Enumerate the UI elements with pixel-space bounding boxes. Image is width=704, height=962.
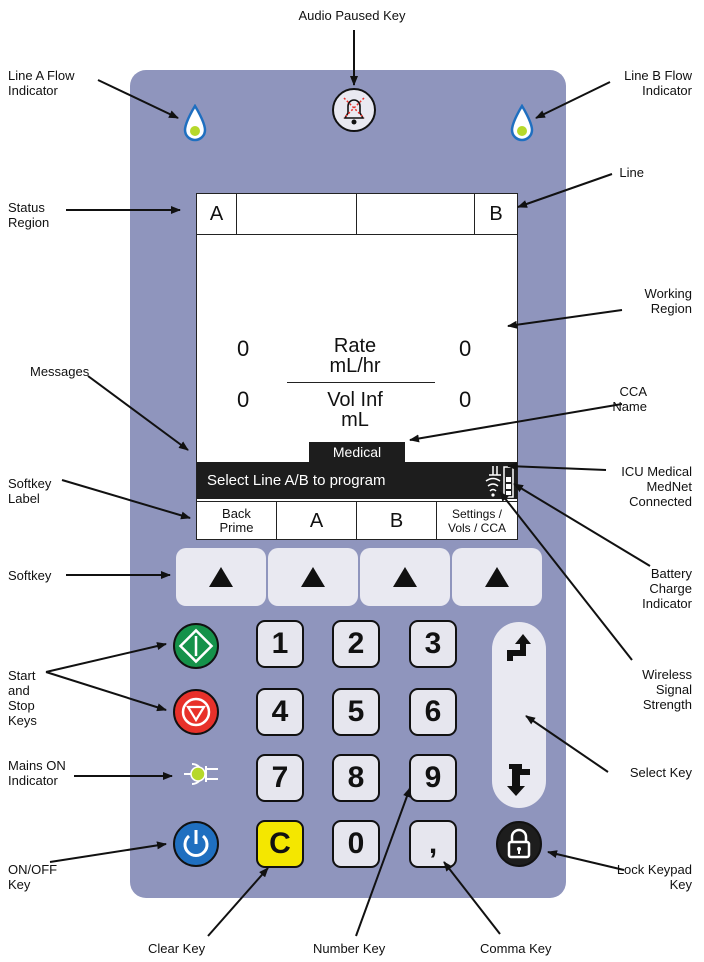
number-key-0[interactable]: 0: [332, 820, 380, 868]
callout-line-b-flow: Line B Flow Indicator: [624, 68, 692, 98]
callout-softkey: Softkey: [8, 568, 52, 583]
softkey-4[interactable]: [452, 548, 542, 606]
select-key[interactable]: [492, 622, 546, 808]
select-down-arrow-icon: [507, 764, 530, 796]
softkey-2[interactable]: [268, 548, 358, 606]
softkey-labels: Back Prime A B Settings / Vols / CCA: [197, 501, 517, 540]
callout-working-region: Working Region: [644, 286, 692, 316]
number-key-4[interactable]: 4: [256, 688, 304, 736]
number-key-5[interactable]: 5: [332, 688, 380, 736]
callout-wireless: Wireless Signal Strength: [642, 667, 692, 712]
callout-cca-name: CCA Name: [612, 384, 647, 414]
status-region: A B: [197, 194, 517, 235]
lock-key[interactable]: [495, 820, 543, 868]
callout-clear-key: Clear Key: [148, 941, 206, 956]
callout-mains-on: Mains ON Indicator: [8, 758, 66, 788]
rate-line-b: 0: [459, 336, 472, 361]
number-key-9[interactable]: 9: [409, 754, 457, 802]
vol-line-a: 0: [237, 387, 250, 412]
number-key-1[interactable]: 1: [256, 620, 304, 668]
number-key-7[interactable]: 7: [256, 754, 304, 802]
callout-audio-paused-key: Audio Paused Key: [298, 8, 406, 23]
stop-key[interactable]: [172, 688, 220, 736]
message-bar: Select Line A/B to program: [197, 462, 517, 499]
wireless-signal-icon: [485, 477, 501, 497]
callout-softkey-label: Softkey Label: [8, 476, 52, 506]
cca-name: Medical: [309, 442, 405, 462]
callout-battery: Battery Charge Indicator: [642, 566, 692, 611]
comma-key[interactable]: ,: [409, 820, 457, 868]
status-icons: [485, 466, 514, 498]
softkey-1[interactable]: [176, 548, 266, 606]
softkey-label-back-prime: Back Prime: [197, 502, 277, 540]
callout-lock-keypad: Lock Keypad Key: [616, 862, 692, 892]
rate-line-a: 0: [237, 336, 250, 361]
callout-number-key: Number Key: [313, 941, 386, 956]
vol-unit: mL: [341, 409, 369, 431]
callout-comma-key: Comma Key: [480, 941, 552, 956]
status-cell-a: [237, 194, 357, 234]
callout-start-stop: Start and Stop Keys: [8, 668, 37, 728]
mains-plug-icon: [184, 763, 218, 785]
softkey-3[interactable]: [360, 548, 450, 606]
softkey-label-b: B: [357, 502, 437, 540]
softkey-up-icon: [393, 567, 417, 587]
status-cell-b: [357, 194, 475, 234]
network-connection-icon: [489, 466, 501, 476]
vol-label: Vol Inf: [327, 389, 383, 411]
vol-line-b: 0: [459, 387, 472, 412]
audio-paused-bell-icon[interactable]: [331, 87, 377, 133]
callout-line: Line: [619, 165, 644, 180]
status-line-b: B: [489, 202, 503, 225]
softkey-up-icon: [209, 567, 233, 587]
battery-icon: [503, 466, 514, 498]
callout-messages: Messages: [30, 364, 90, 379]
status-line-a: A: [197, 194, 237, 234]
callout-on-off: ON/OFF Key: [8, 862, 58, 892]
select-up-arrow-icon: [507, 634, 531, 661]
softkey-label-a: A: [277, 502, 357, 540]
callout-icu-medical: ICU Medical MedNet Connected: [621, 464, 692, 509]
message-text: Select Line A/B to program: [207, 472, 386, 489]
power-key[interactable]: [172, 820, 220, 868]
number-key-3[interactable]: 3: [409, 620, 457, 668]
clear-key[interactable]: C: [256, 820, 304, 868]
rate-unit: mL/hr: [329, 355, 381, 377]
rate-label: Rate: [333, 335, 377, 357]
softkey-label-settings: Settings / Vols / CCA: [447, 507, 507, 535]
line-b-flow-droplet-icon: [510, 104, 534, 142]
number-key-8[interactable]: 8: [332, 754, 380, 802]
display-screen: A B 0 Rate mL/hr 0 0 Vol Inf mL 0 Medica…: [196, 193, 518, 540]
callout-status-region: Status Region: [8, 200, 50, 230]
number-key-2[interactable]: 2: [332, 620, 380, 668]
callout-line-a-flow: Line A Flow Indicator: [8, 68, 75, 98]
start-key[interactable]: [172, 622, 220, 670]
softkey-up-icon: [485, 567, 509, 587]
working-divider: [287, 382, 435, 383]
line-a-flow-droplet-icon: [183, 104, 207, 142]
number-key-6[interactable]: 6: [409, 688, 457, 736]
softkey-up-icon: [301, 567, 325, 587]
callout-select-key: Select Key: [629, 765, 692, 780]
